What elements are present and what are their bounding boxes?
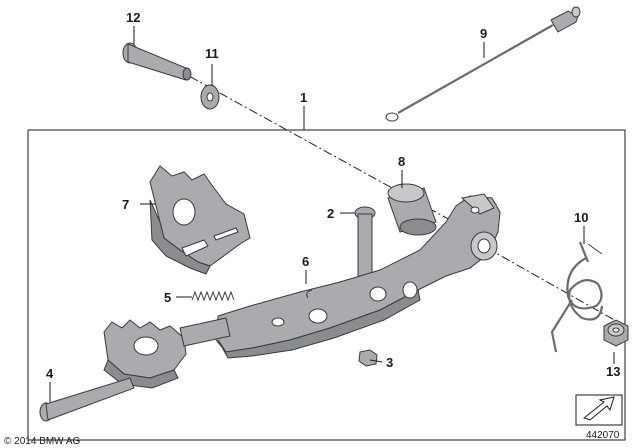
part-nut-13 (603, 319, 629, 347)
part-pin-12 (122, 42, 192, 81)
callout-12: 12 (126, 10, 140, 25)
copyright-text: © 2014 BMW AG (4, 436, 81, 447)
callout-9: 9 (480, 26, 487, 41)
part-rod-9 (385, 6, 581, 122)
axis-line-pin (159, 59, 491, 243)
callout-7: 7 (122, 197, 129, 212)
callout-11: 11 (205, 46, 219, 61)
arrow-in-box-icon (575, 394, 623, 426)
callout-13: 13 (606, 364, 620, 379)
callout-10: 10 (574, 210, 588, 225)
callout-6: 6 (302, 254, 309, 269)
callout-2: 2 (327, 206, 334, 221)
callout-8: 8 (398, 154, 405, 169)
part-bolt-2 (354, 206, 376, 277)
part-clip-6 (306, 289, 313, 299)
diagram-number: 442070 (586, 430, 620, 441)
assembly-frame (27, 129, 626, 441)
callout-3: 3 (386, 355, 393, 370)
part-long-bolt-4 (39, 377, 135, 422)
part-washer-11 (200, 84, 220, 110)
part-torsion-spring-10 (550, 241, 604, 353)
callout-5: 5 (164, 290, 171, 305)
part-footrest (103, 317, 231, 389)
part-bracket-7 (149, 165, 251, 275)
part-nut-3 (358, 349, 378, 367)
part-bushing-8 (387, 183, 437, 236)
part-pedal-lever-1 (215, 193, 501, 359)
callout-1: 1 (300, 90, 307, 105)
leader-lines (49, 26, 615, 402)
axis-line-spring (486, 247, 619, 323)
callout-4: 4 (46, 366, 54, 381)
part-spring-5 (191, 290, 235, 302)
